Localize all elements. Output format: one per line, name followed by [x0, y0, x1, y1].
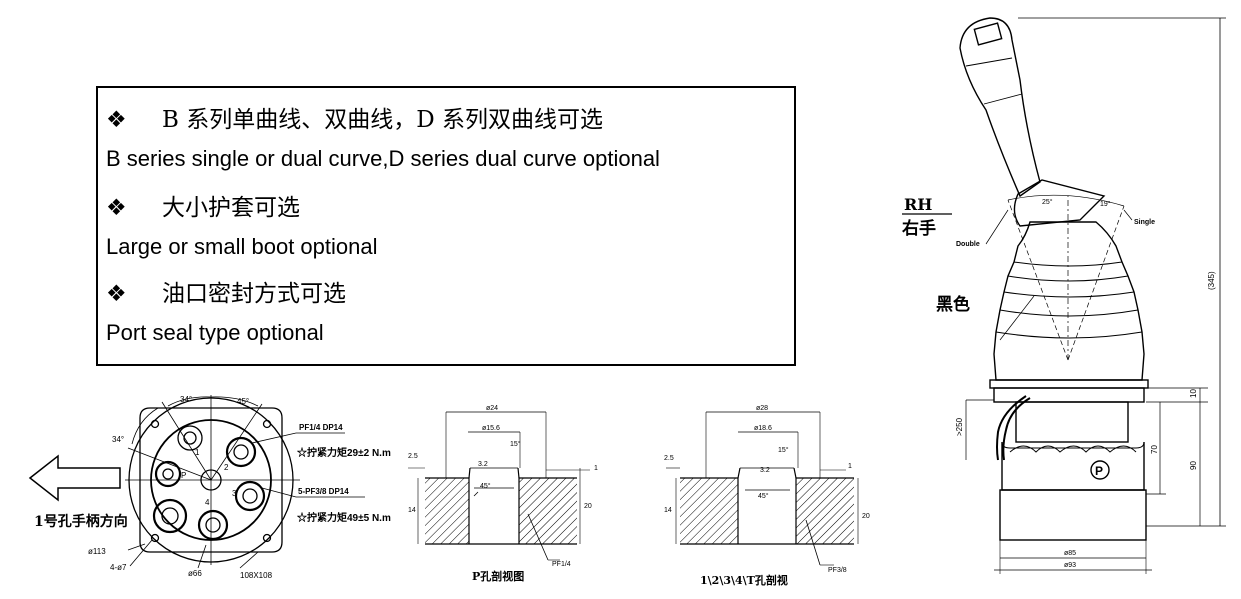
joystick-labels: RH 右手 黑色 25° 19° Double Single (345) >25… [902, 195, 1216, 569]
handle-grip [959, 17, 1041, 198]
feature-1-en: B series single or dual curve,D series d… [106, 146, 660, 171]
p-chamfer: 3.2 [478, 461, 488, 468]
p-dim-1: 1 [594, 465, 598, 472]
p-depth-small: 2.5 [408, 453, 418, 460]
rh-label-zh: 右手 [902, 218, 936, 239]
port-p [154, 460, 182, 488]
handle-button [973, 22, 1003, 46]
color-label: 黑色 [936, 294, 970, 315]
double-label: Double [956, 241, 980, 248]
t-thread: PF3/8 [828, 567, 847, 574]
direction-label: 1号孔手柄方向 [34, 513, 128, 530]
port-number-p: P [181, 471, 186, 480]
body-ports [1001, 442, 1145, 491]
flange-size: 108X108 [240, 571, 273, 580]
feature-3-zh-text: 油口密封方式可选 [162, 281, 346, 307]
feature-2-zh: ❖ 大小护套可选 [106, 188, 300, 222]
mount-plate [993, 387, 1145, 403]
t-chamfer: 3.2 [760, 467, 770, 474]
t-angle-45: 45° [758, 492, 769, 500]
section-t [666, 411, 859, 566]
body-upper [1015, 401, 1129, 443]
p-dim-20: 20 [584, 503, 592, 510]
port-2 [225, 436, 257, 468]
mounting-view [125, 395, 365, 569]
t-dia-inner: ø18.6 [754, 425, 772, 432]
handle-collar [1013, 179, 1106, 227]
dia-center: ø66 [188, 569, 202, 578]
bullet-2: ❖ [106, 195, 127, 221]
p-dim-14: 14 [408, 507, 416, 514]
port-large-thread: 5-PF3/8 DP14 [298, 487, 349, 496]
feature-1-zh: ❖ B 系列单曲线、双曲线，D 系列双曲线可选 [106, 100, 603, 134]
p-angle: 15° [510, 440, 521, 448]
p-angle-45: 45° [480, 482, 491, 490]
t-dim-20: 20 [862, 513, 870, 520]
port-small-torque: ☆拧紧力矩29±2 N.m [297, 446, 391, 459]
mount-holes: 4-ø7 [110, 563, 127, 572]
port-large-torque: ☆拧紧力矩49±5 N.m [297, 511, 391, 524]
dia-bolt-circle: ø113 [88, 547, 106, 556]
bullet-1: ❖ [106, 107, 127, 133]
t-dim-1: 1 [848, 463, 852, 470]
body-lower [999, 489, 1147, 541]
dim-70: 70 [1150, 445, 1159, 454]
port-number-2: 2 [224, 463, 229, 472]
direction-arrow [28, 454, 121, 502]
rh-label: RH [904, 195, 932, 214]
dia-93: ø93 [1064, 562, 1076, 569]
flange-outline [139, 407, 283, 553]
section-p [408, 411, 590, 561]
p-caption: P孔剖视图 [472, 569, 524, 583]
t-dim-14: 14 [664, 507, 672, 514]
feature-2-en: Large or small boot optional [106, 234, 378, 259]
t-caption: 1\2\3\4\T孔剖视 [700, 573, 788, 587]
port-p-label: P [1095, 464, 1103, 478]
dia-85: ø85 [1064, 550, 1076, 557]
bullet-3: ❖ [106, 281, 127, 307]
port-small-thread: PF1/4 DP14 [299, 423, 343, 432]
dim-90: 90 [1189, 461, 1198, 470]
port-3 [234, 480, 266, 512]
section-p-labels: ø24 ø15.6 15° 2.5 1 14 20 3.2 45° PF1/4 … [408, 405, 598, 583]
p-thread: PF1/4 [552, 561, 571, 568]
port-1 [177, 425, 203, 451]
t-dia-outer: ø28 [756, 405, 768, 412]
angle-left: 34° [112, 435, 124, 444]
p-dia-outer: ø24 [486, 405, 498, 412]
angle-double: 25° [1042, 198, 1053, 206]
angle-top-right: 45° [237, 397, 249, 406]
port-number-3: 3 [232, 489, 237, 498]
mounting-labels: 34° 45° 34° PF1/4 DP14 ☆拧紧力矩29±2 N.m 5-P… [88, 395, 391, 580]
section-t-labels: ø28 ø18.6 15° 2.5 1 14 20 3.2 45° PF3/8 … [664, 405, 870, 587]
single-label: Single [1134, 219, 1155, 226]
joystick-view [959, 17, 1226, 574]
angle-top-left: 34° [180, 395, 192, 404]
feature-2-zh-text: 大小护套可选 [162, 195, 300, 221]
port-p-circle [1090, 460, 1110, 480]
angle-single: 19° [1100, 200, 1111, 208]
p-dia-inner: ø15.6 [482, 425, 500, 432]
cable-length: >250 [955, 417, 964, 436]
feature-3-zh: ❖ 油口密封方式可选 [106, 274, 346, 308]
dim-10: 10 [1189, 389, 1198, 398]
port-4 [197, 509, 229, 541]
boot-base [989, 379, 1149, 389]
port-number-4: 4 [205, 498, 210, 507]
t-angle: 15° [778, 446, 789, 454]
feature-1-zh-text: B 系列单曲线、双曲线，D 系列双曲线可选 [162, 107, 603, 133]
height-total: (345) [1207, 271, 1216, 290]
feature-box: ❖ B 系列单曲线、双曲线，D 系列双曲线可选 B series single o… [96, 86, 796, 366]
port-t [152, 498, 188, 534]
t-depth-small: 2.5 [664, 455, 674, 462]
port-number-1: 1 [195, 448, 200, 457]
feature-3-en: Port seal type optional [106, 320, 324, 345]
